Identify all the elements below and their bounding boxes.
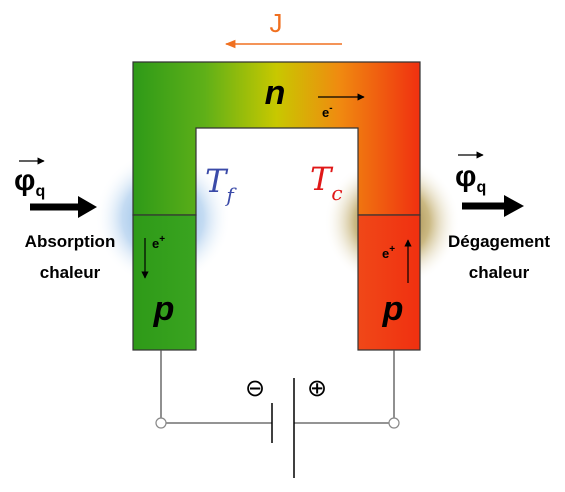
heat-right-line1: Dégagement <box>448 232 550 251</box>
external-circuit <box>155 350 400 429</box>
battery-positive-sign: ⊕ <box>307 374 327 402</box>
flux-right-symbol: φq <box>455 160 486 196</box>
p-right-label: p <box>382 290 404 328</box>
hot-temperature: Tc <box>310 160 343 205</box>
heat-left-line1: Absorption <box>25 232 116 251</box>
n-carrier-label: e- <box>322 103 333 120</box>
p-right-carrier-label: e+ <box>382 244 395 261</box>
heat-right-line2: chaleur <box>469 263 530 282</box>
p-left-label: p <box>153 290 175 328</box>
p-left-carrier-label: e+ <box>152 234 165 251</box>
p-leg-right <box>357 214 421 351</box>
current-label: J <box>270 8 283 38</box>
heat-flux-left: φq <box>14 157 97 218</box>
terminal-left <box>155 417 167 429</box>
p-leg-left <box>132 214 197 351</box>
terminal-right <box>388 417 400 429</box>
heat-left-line2: chaleur <box>40 263 101 282</box>
flux-left-symbol: φq <box>14 164 45 200</box>
battery-negative-sign: ⊖ <box>245 374 265 402</box>
n-label: n <box>265 74 286 112</box>
battery <box>271 378 295 478</box>
heat-flux-right: φq <box>455 151 524 217</box>
